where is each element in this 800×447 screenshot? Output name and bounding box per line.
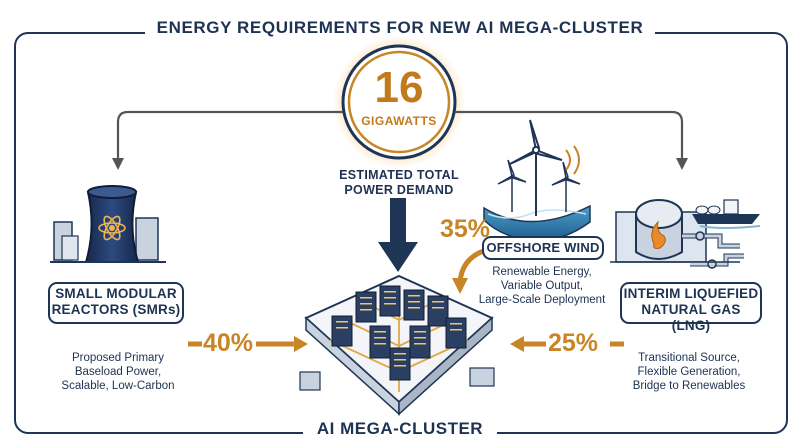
demand-label-line2: POWER DEMAND (344, 183, 454, 197)
demand-label-line1: ESTIMATED TOTAL (339, 168, 459, 182)
smr-label-box: SMALL MODULAR REACTORS (SMRs) (48, 282, 184, 324)
lng-description: Transitional Source, Flexible Generation… (616, 351, 762, 393)
smr-reactor-icon (50, 185, 166, 263)
ai-cluster-illustration (299, 274, 495, 416)
wind-label-box: OFFSHORE WIND (482, 236, 604, 260)
lng-label-box: INTERIM LIQUEFIED NATURAL GAS (LNG) (620, 282, 762, 333)
smr-name-line2: REACTORS (SMRs) (51, 302, 181, 317)
offshore-wind-icon (483, 119, 591, 242)
lng-desc-line1: Transitional Source, (638, 352, 740, 364)
arrow-demand-to-cluster (378, 198, 418, 272)
lng-facility-icon (610, 199, 761, 269)
smr-name-line1: SMALL MODULAR (55, 286, 177, 301)
wind-desc-line3: Large-Scale Deployment (478, 294, 606, 306)
smr-desc-line2: Baseload Power, (74, 366, 162, 378)
cluster-label: AI MEGA-CLUSTER (0, 419, 800, 439)
demand-circle (333, 36, 465, 168)
wind-desc-line1: Renewable Energy, (492, 266, 592, 278)
wind-description: Renewable Energy, Variable Output, Large… (468, 265, 616, 307)
smr-share: 40% (203, 329, 254, 357)
arrow-smr-to-cluster (188, 336, 308, 352)
lng-desc-line2: Flexible Generation, (637, 366, 741, 378)
demand-value: 16 (374, 63, 424, 112)
lng-name-line1: INTERIM LIQUEFIED (623, 286, 759, 301)
demand-unit: GIGAWATTS (361, 114, 437, 128)
lng-desc-line3: Bridge to Renewables (632, 380, 746, 392)
smr-desc-line1: Proposed Primary (71, 352, 165, 364)
smr-description: Proposed Primary Baseload Power, Scalabl… (48, 351, 188, 393)
wind-desc-line2: Variable Output, (500, 280, 584, 292)
wind-share: 35% (440, 215, 491, 243)
lng-share: 25% (548, 329, 599, 357)
arrow-demand-to-lng (455, 110, 688, 170)
arrow-demand-to-smr (112, 110, 343, 170)
wind-name: OFFSHORE WIND (486, 240, 600, 255)
lng-name-line2: NATURAL GAS (LNG) (641, 302, 741, 333)
diagram-title: ENERGY REQUIREMENTS FOR NEW AI MEGA-CLUS… (0, 18, 800, 38)
arrow-lng-to-cluster (510, 336, 624, 352)
smr-desc-line3: Scalable, Low-Carbon (61, 380, 175, 392)
demand-label: ESTIMATED TOTAL POWER DEMAND (318, 168, 480, 198)
